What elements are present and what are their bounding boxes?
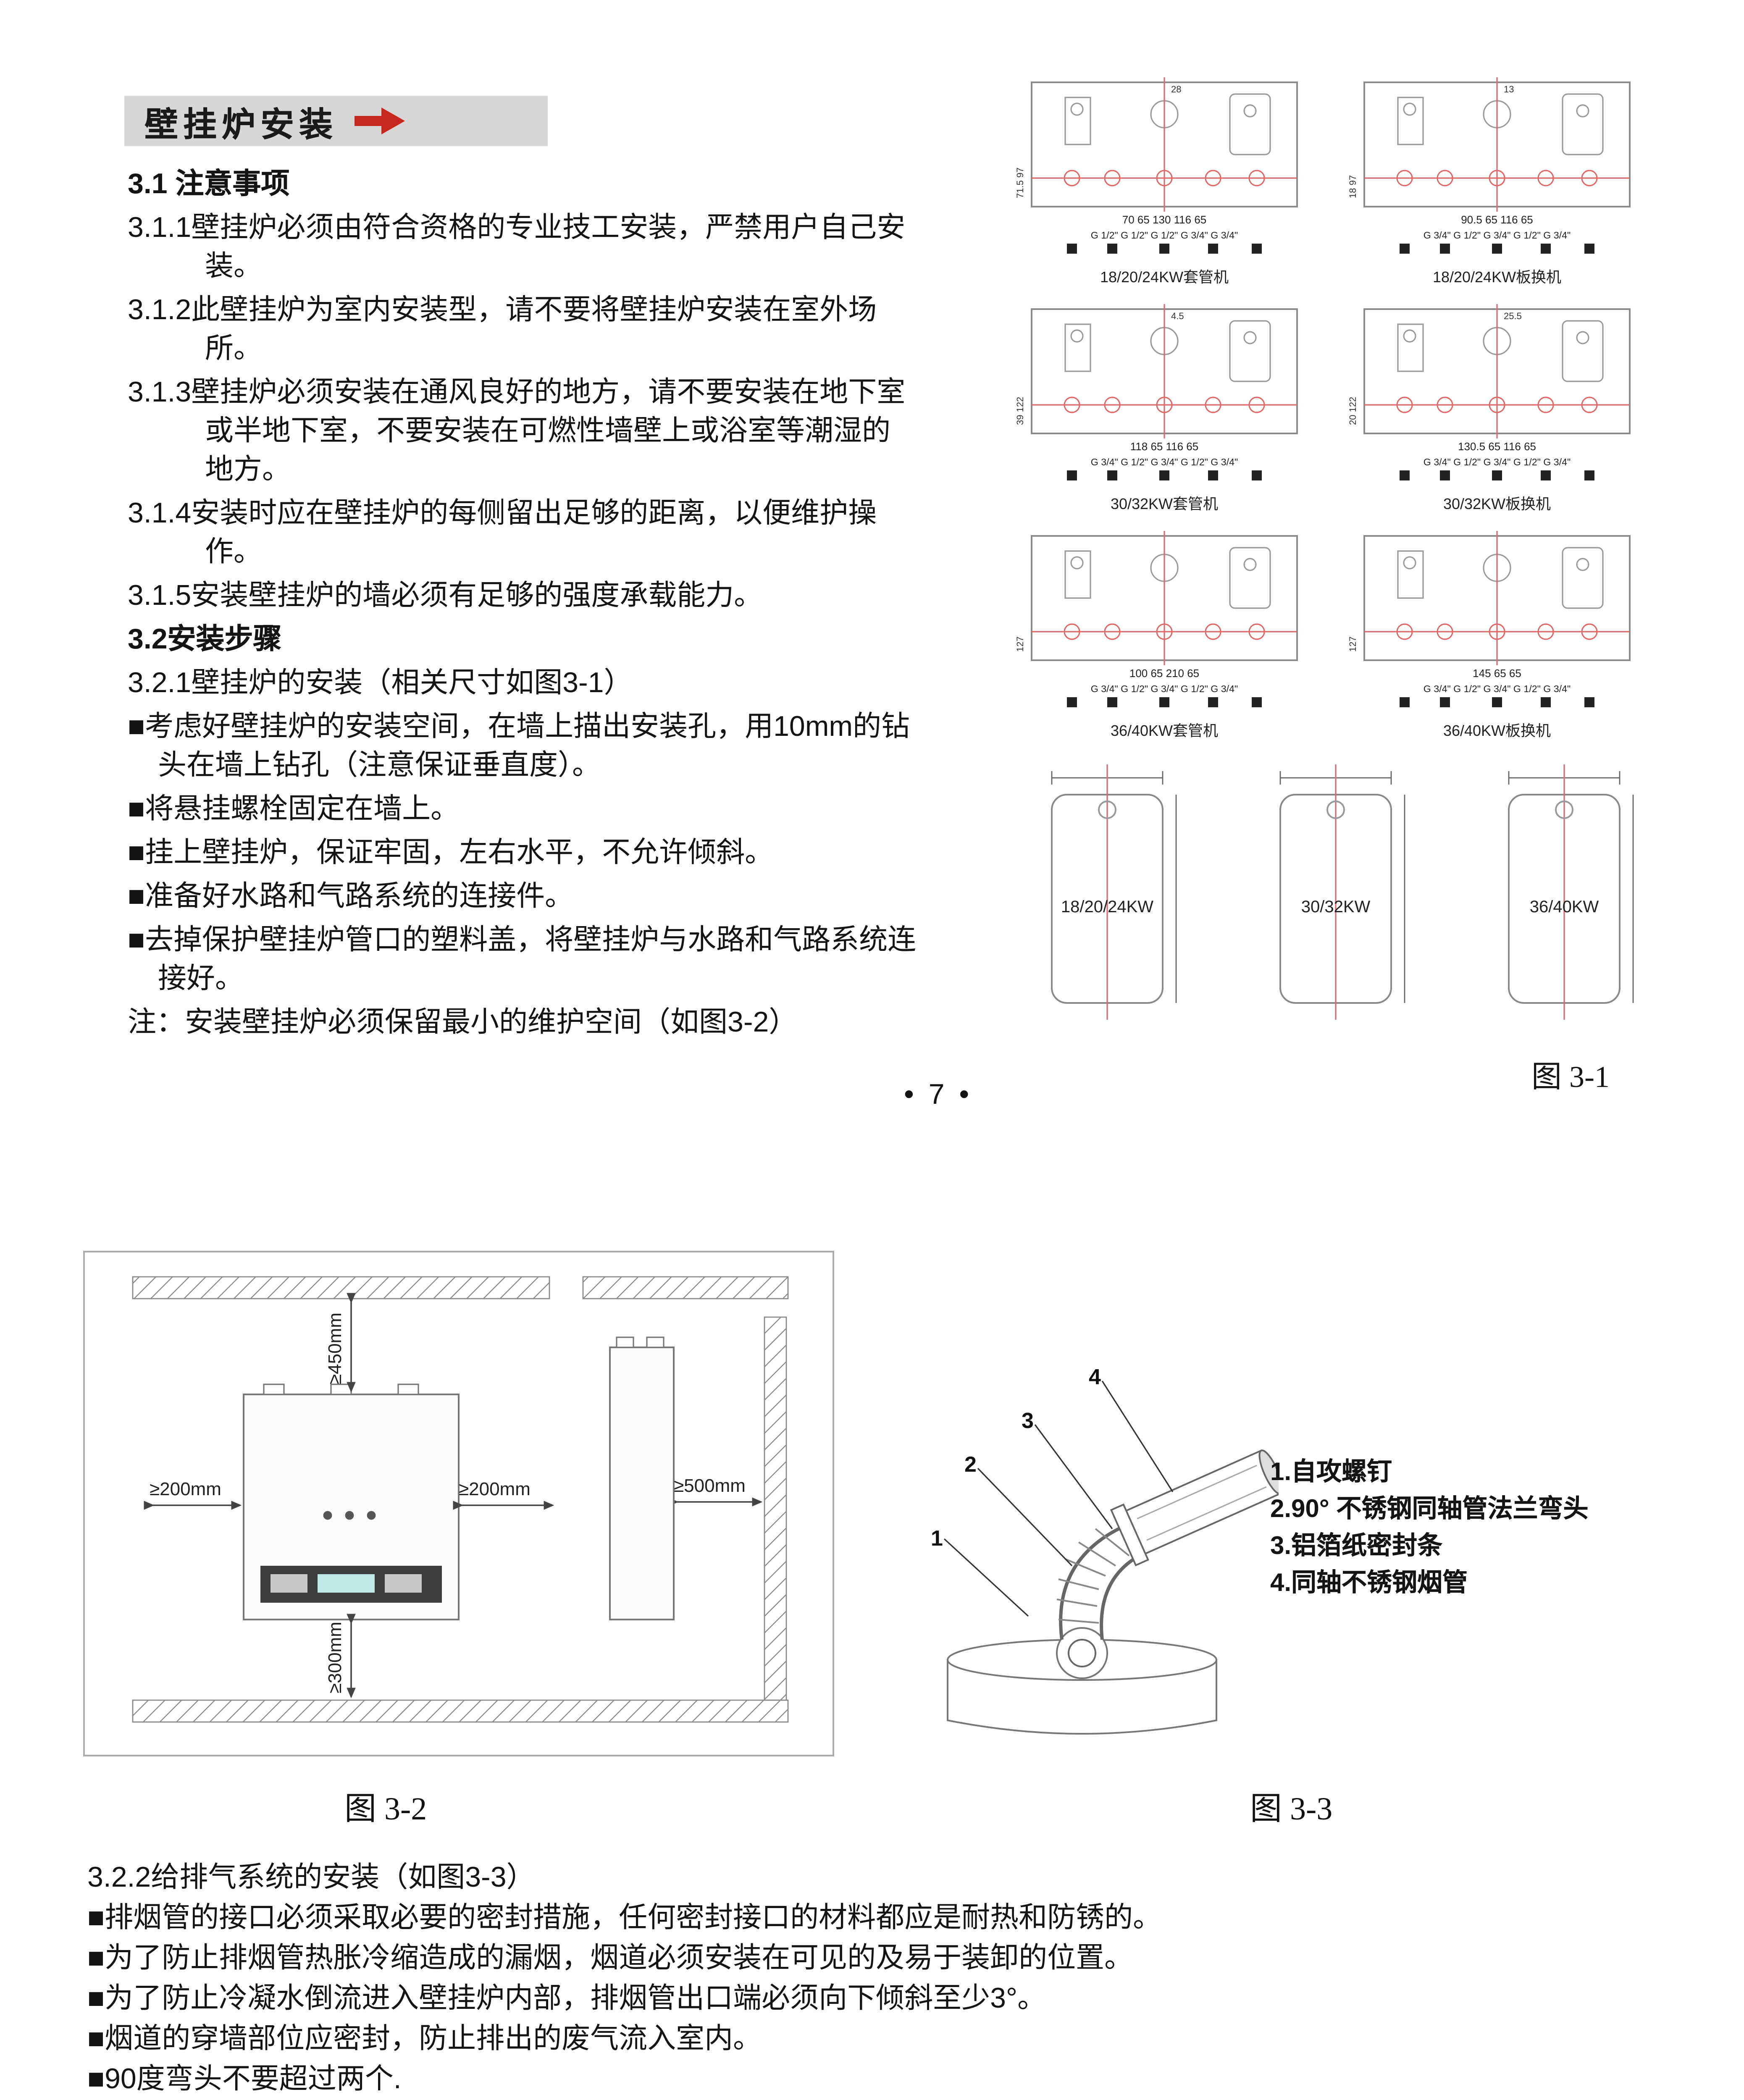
left-dims-text: 127 — [1347, 636, 1358, 652]
fig31-cell-4: 25.5 20 122 130.5 65 116 65 G 3/4" G 1/2… — [1341, 304, 1653, 514]
fig31-cell-6: 127 145 65 65 G 3/4" G 1/2" G 3/4" G 1/2… — [1341, 531, 1653, 741]
drawing-caption: 18/20/24KW套管机 — [1100, 269, 1229, 286]
pipes-text: G 1/2" G 1/2" G 1/2" G 3/4" G 3/4" — [1091, 230, 1238, 241]
heading-3-2-2: 3.2.2给排气系统的安装（如图3-3） — [87, 1861, 535, 1893]
fig31-outline-row: 18/20/24KW 30/32KW 36/40KW — [1008, 764, 1653, 1033]
drawing-caption: 30/32KW套管机 — [1110, 496, 1219, 512]
technical-drawing-18-20-24kw-taoguan: 28 71.5 97 70 65 130 116 65 G 1/2" G 1/2… — [1015, 77, 1298, 254]
top-dim-text: 4.5 — [1171, 311, 1184, 321]
fig31-cell-3: 4.5 39 122 118 65 116 65 G 3/4" G 1/2" G… — [1008, 304, 1321, 514]
outline-label: 36/40KW — [1530, 898, 1599, 916]
main-text-column: 3.1 注意事项 3.1.1壁挂炉必须由符合资格的专业技工安装，严禁用户自己安装… — [128, 165, 917, 1047]
clearance-right-label: ≥200mm — [459, 1479, 531, 1499]
step-bullet-5: ■去掉保护壁挂炉管口的塑料盖，将壁挂炉与水路和气路系统连接好。 — [128, 924, 917, 995]
fig31-cell-2: 13 18 97 90.5 65 116 65 G 3/4" G 1/2" G … — [1341, 77, 1653, 287]
fig-3-2-caption: 图 3-2 — [344, 1793, 427, 1828]
exhaust-bullet-5: ■90度弯头不要超过两个. — [87, 2063, 402, 2095]
callout-3: 3 — [1022, 1409, 1034, 1433]
outline-drawing-30-32kw: 30/32KW — [1279, 764, 1405, 1020]
dims-text: 70 65 130 116 65 — [1122, 213, 1206, 226]
notice-item-1: 3.1.1壁挂炉必须由符合资格的专业技工安装，严禁用户自己安装。 — [128, 212, 906, 282]
left-dims-text: 39 122 — [1015, 397, 1025, 425]
fig-3-3-caption: 图 3-3 — [1250, 1793, 1333, 1828]
notice-item-4: 3.1.4安装时应在壁挂炉的每侧留出足够的距离，以便维护操作。 — [128, 497, 877, 568]
dims-text: 145 65 65 — [1473, 667, 1521, 680]
step-bullet-4: ■准备好水路和气路系统的连接件。 — [128, 880, 574, 912]
fig31-cell-1: 28 71.5 97 70 65 130 116 65 G 1/2" G 1/2… — [1008, 77, 1321, 287]
pipes-text: G 3/4" G 1/2" G 3/4" G 1/2" G 3/4" — [1424, 457, 1571, 467]
callout-4: 4 — [1089, 1365, 1101, 1389]
pipes-text: G 3/4" G 1/2" G 3/4" G 1/2" G 3/4" — [1091, 683, 1238, 694]
top-dim-text: 25.5 — [1504, 311, 1522, 321]
pipes-text: G 3/4" G 1/2" G 3/4" G 1/2" G 3/4" — [1424, 683, 1571, 694]
technical-drawing-36-40kw-banhuan: 127 145 65 65 G 3/4" G 1/2" G 3/4" G 1/2… — [1347, 531, 1631, 707]
dims-text: 100 65 210 65 — [1129, 667, 1199, 680]
part-item-2: 2.90° 不锈钢同轴管法兰弯头 — [1270, 1495, 1589, 1524]
part-item-4: 4.同轴不锈钢烟管 — [1270, 1569, 1468, 1598]
exhaust-section-wide: 3.2.2给排气系统的安装（如图3-3） ■排烟管的接口必须采取必要的密封措施，… — [87, 1858, 1542, 2100]
drawing-caption: 36/40KW套管机 — [1110, 722, 1219, 739]
left-dims-text: 127 — [1015, 636, 1025, 652]
pipes-text: G 3/4" G 1/2" G 3/4" G 1/2" G 3/4" — [1424, 230, 1571, 241]
part-item-1: 1.自攻螺钉 — [1270, 1458, 1392, 1487]
outline-drawing-18-20-24kw: 18/20/24KW — [1051, 764, 1177, 1020]
clearance-side-label: ≥500mm — [674, 1475, 746, 1496]
drawing-caption: 30/32KW板换机 — [1443, 496, 1551, 512]
technical-drawing-18-20-24kw-banhuan: 13 18 97 90.5 65 116 65 G 3/4" G 1/2" G … — [1347, 77, 1631, 254]
fig31-cell-5: 127 100 65 210 65 G 3/4" G 1/2" G 3/4" G… — [1008, 531, 1321, 741]
left-dims-text: 18 97 — [1347, 175, 1358, 198]
callout-2: 2 — [964, 1452, 977, 1477]
fig-3-1-grid: 28 71.5 97 70 65 130 116 65 G 1/2" G 1/2… — [1008, 77, 1653, 741]
section-header: 壁挂炉安装 — [124, 96, 548, 146]
exhaust-bullet-4: ■烟道的穿墙部位应密封，防止排出的废气流入室内。 — [87, 2023, 762, 2055]
drawing-caption: 36/40KW板换机 — [1443, 722, 1551, 739]
exhaust-bullet-2: ■为了防止排烟管热胀冷缩造成的漏烟，烟道必须安装在可见的及易于装卸的位置。 — [87, 1942, 1133, 1974]
outline-label: 18/20/24KW — [1061, 898, 1153, 916]
notice-item-3: 3.1.3壁挂炉必须安装在通风良好的地方，请不要安装在地下室或半地下室，不要安装… — [128, 376, 906, 486]
section-header-title: 壁挂炉安装 — [144, 107, 338, 144]
drawing-caption: 18/20/24KW板换机 — [1432, 269, 1562, 286]
step-bullet-1: ■考虑好壁挂炉的安装空间，在墙上描出安装孔，用10mm的钻头在墙上钻孔（注意保证… — [128, 711, 910, 781]
outline-label: 30/32KW — [1301, 898, 1371, 916]
figure-3-1: 28 71.5 97 70 65 130 116 65 G 1/2" G 1/2… — [1008, 77, 1653, 1097]
technical-drawing-36-40kw-taoguan: 127 100 65 210 65 G 3/4" G 1/2" G 3/4" G… — [1015, 531, 1298, 707]
heading-3-2-1: 3.2.1壁挂炉的安装（相关尺寸如图3-1） — [128, 667, 633, 699]
top-dim-text: 13 — [1504, 84, 1514, 94]
notice-item-2: 3.1.2此壁挂炉为室内安装型，请不要将壁挂炉安装在室外场所。 — [128, 294, 877, 365]
fig-3-5-outlet-clearance-diagram: ≥300mm ≥ 300mm — [1095, 2083, 1616, 2100]
steps-note: 注：安装壁挂炉必须保留最小的维护空间（如图3-2） — [128, 1006, 798, 1038]
dims-text: 118 65 116 65 — [1130, 440, 1198, 453]
exhaust-bullet-3: ■为了防止冷凝水倒流进入壁挂炉内部，排烟管出口端必须向下倾斜至少3°。 — [87, 1982, 1046, 2014]
clearance-top-label: ≥450mm — [325, 1312, 345, 1384]
technical-drawing-30-32kw-taoguan: 4.5 39 122 118 65 116 65 G 3/4" G 1/2" G… — [1015, 304, 1298, 480]
left-dims-text: 71.5 97 — [1015, 168, 1025, 198]
fig-3-3-flue-assembly-diagram: 1 2 3 4 — [931, 1365, 1279, 1735]
fig-3-1-caption: 图 3-1 — [1531, 1060, 1610, 1094]
heading-3-2: 3.2安装步骤 — [128, 623, 282, 655]
top-dim-text: 28 — [1171, 84, 1181, 94]
pipes-text: G 3/4" G 1/2" G 3/4" G 1/2" G 3/4" — [1091, 457, 1238, 467]
exhaust-bullet-1: ■排烟管的接口必须采取必要的密封措施，任何密封接口的材料都应是耐热和防锈的。 — [87, 1902, 1162, 1934]
fig-3-3-parts-list: 1.自攻螺钉 2.90° 不锈钢同轴管法兰弯头 3.铝箔纸密封条 4.同轴不锈钢… — [1270, 1455, 1657, 1603]
heading-3-1: 3.1 注意事项 — [128, 168, 290, 200]
clearance-bottom-label: ≥300mm — [325, 1622, 345, 1693]
red-arrow-icon — [355, 108, 405, 134]
clearance-left-label: ≥200mm — [150, 1479, 221, 1499]
technical-drawing-30-32kw-banhuan: 25.5 20 122 130.5 65 116 65 G 3/4" G 1/2… — [1347, 304, 1631, 480]
notice-item-5: 3.1.5安装壁挂炉的墙必须有足够的强度承载能力。 — [128, 580, 763, 612]
part-item-3: 3.铝箔纸密封条 — [1270, 1532, 1443, 1561]
step-bullet-3: ■挂上壁挂炉，保证牢固，左右水平，不允许倾斜。 — [128, 837, 774, 869]
dims-text: 90.5 65 116 65 — [1461, 213, 1533, 226]
left-dims-text: 20 122 — [1347, 397, 1358, 425]
outline-drawing-36-40kw: 36/40KW — [1508, 764, 1634, 1020]
fig-3-2-clearance-diagram: ≥450mm ≥200mm ≥200mm ≥300mm ≥500mm — [83, 1251, 834, 1756]
dims-text: 130.5 65 116 65 — [1458, 440, 1536, 453]
callout-1: 1 — [931, 1526, 943, 1551]
step-bullet-2: ■将悬挂螺栓固定在墙上。 — [128, 793, 460, 825]
page-number: • 7 • — [904, 1079, 973, 1110]
